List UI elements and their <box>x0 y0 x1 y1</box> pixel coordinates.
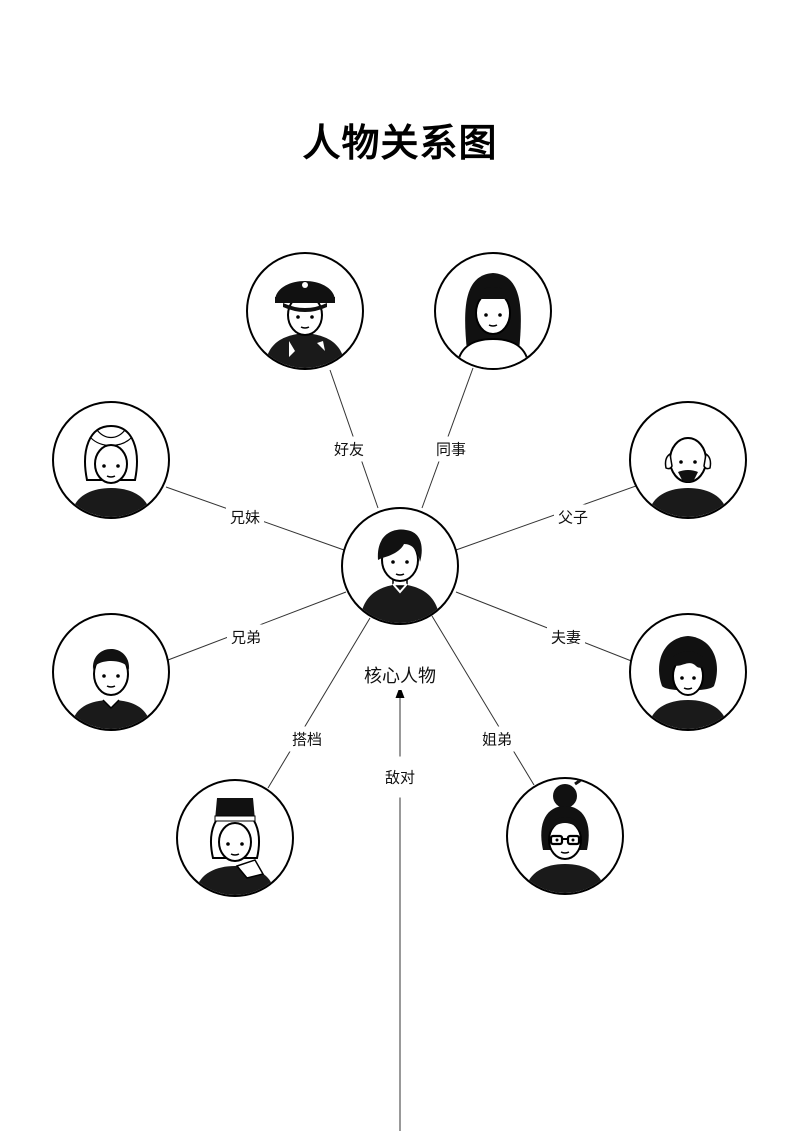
relation-label-bun: 兄妹 <box>225 504 265 530</box>
avatar-officer <box>246 252 364 370</box>
relation-label-longhair: 同事 <box>431 436 471 462</box>
connector-glasses <box>431 615 535 786</box>
page-title: 人物关系图 <box>302 121 498 165</box>
relation-label-officer: 好友 <box>329 436 369 462</box>
relation-label-attendant: 搭档 <box>287 726 327 752</box>
center-label: 核心人物 <box>362 660 438 690</box>
avatar-short <box>52 613 170 731</box>
relation-label-curly: 夫妻 <box>546 624 586 650</box>
connector-curly <box>455 591 635 663</box>
relation-label-glasses: 姐弟 <box>477 726 517 752</box>
avatar-attendant <box>176 779 294 897</box>
connector-bald <box>455 485 637 551</box>
avatar-curly <box>629 613 747 731</box>
avatar-center <box>341 507 459 625</box>
relation-label-bald: 父子 <box>553 504 593 530</box>
avatar-bald <box>629 401 747 519</box>
relation-label-short: 兄弟 <box>226 624 266 650</box>
arrowhead-icon <box>395 686 405 698</box>
avatar-glasses <box>506 777 624 895</box>
enemy-label: 敌对 <box>378 756 422 798</box>
avatar-longhair <box>434 252 552 370</box>
avatar-bun <box>52 401 170 519</box>
connector-attendant <box>267 617 371 789</box>
